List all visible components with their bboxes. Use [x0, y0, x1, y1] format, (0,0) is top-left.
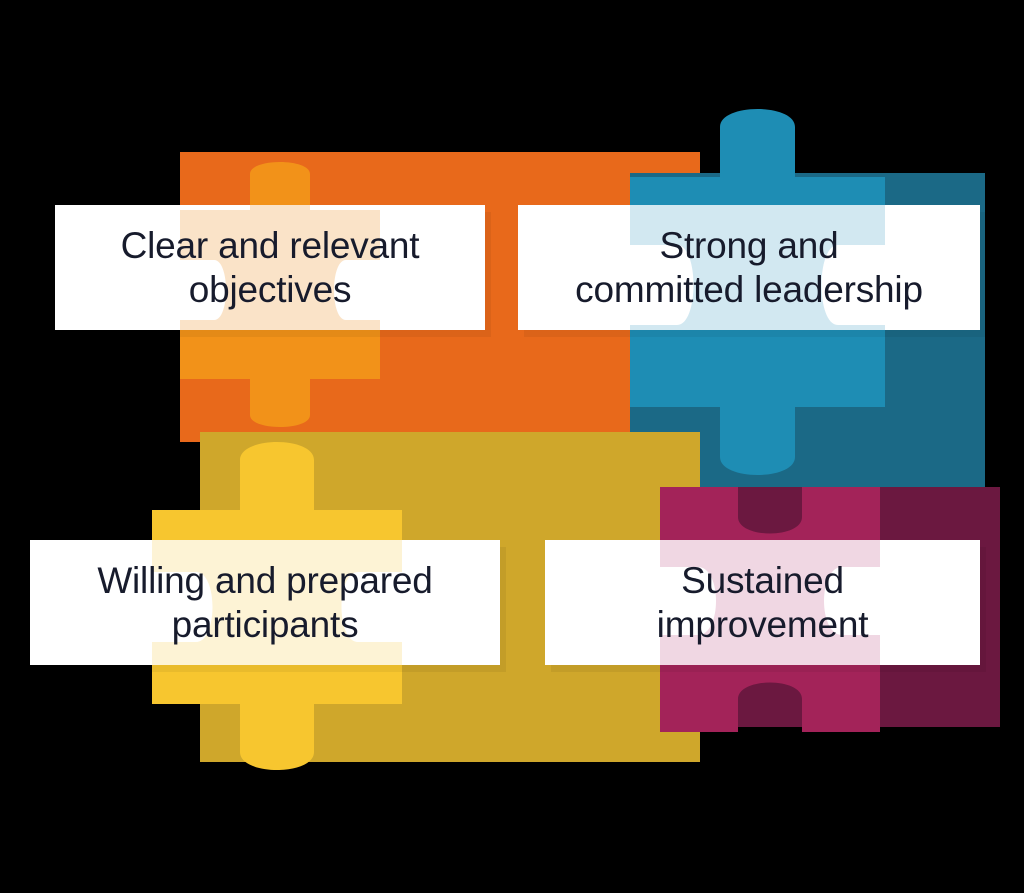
magenta-label-text: Sustained improvement	[651, 559, 875, 646]
yellow-label-line2: participants	[171, 603, 359, 645]
magenta-label-band: Sustained improvement	[545, 540, 980, 665]
teal-label-text: Strong and committed leadership	[569, 224, 929, 311]
teal-label-line1: Strong and	[659, 224, 839, 266]
teal-label-band: Strong and committed leadership	[518, 205, 980, 330]
magenta-label-line1: Sustained	[681, 559, 844, 601]
orange-label-text: Clear and relevant objectives	[115, 224, 426, 311]
orange-label-band: Clear and relevant objectives	[55, 205, 485, 330]
orange-label-line1: Clear and relevant	[120, 224, 420, 266]
yellow-label-band: Willing and prepared participants	[30, 540, 500, 665]
yellow-label-text: Willing and prepared participants	[91, 559, 438, 646]
yellow-label-line1: Willing and prepared	[97, 559, 433, 601]
teal-label-line2: committed leadership	[575, 268, 923, 310]
orange-label-line2: objectives	[188, 268, 352, 310]
magenta-label-line2: improvement	[656, 603, 869, 645]
